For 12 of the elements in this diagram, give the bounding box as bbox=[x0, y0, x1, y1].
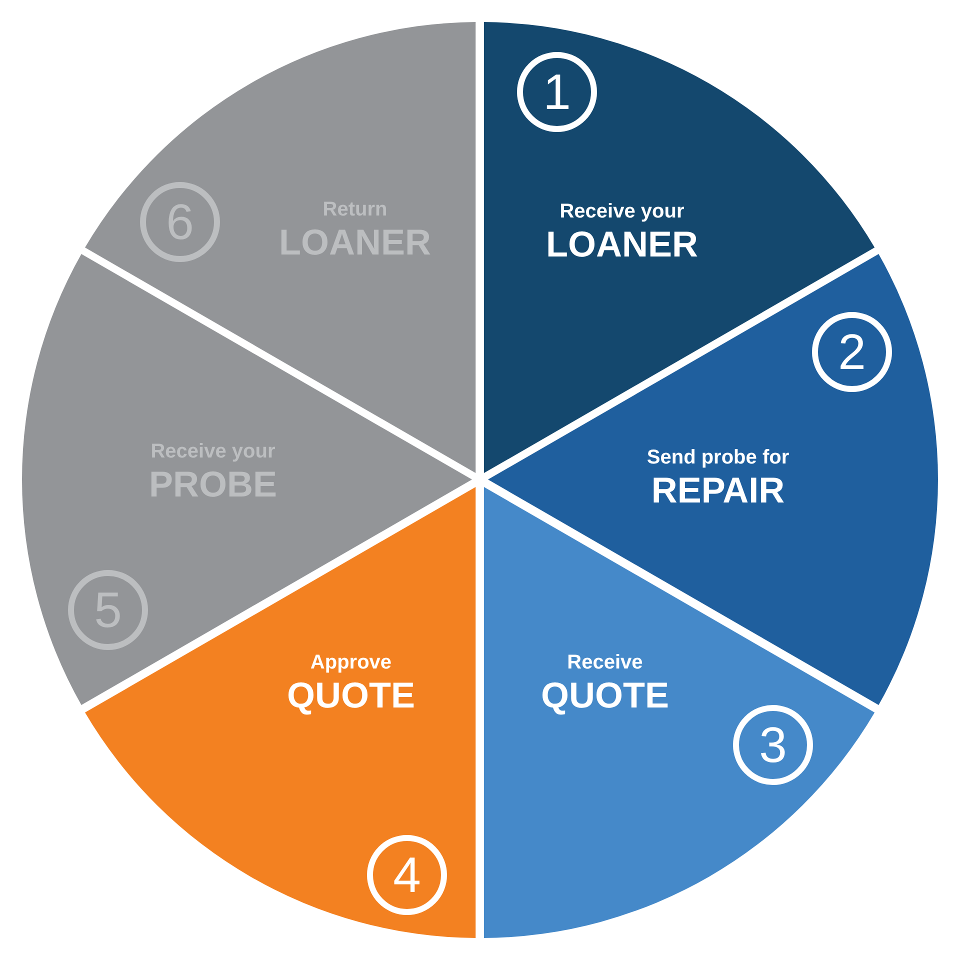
step-caption: Receive bbox=[567, 650, 643, 674]
step-caption: Send probe for bbox=[646, 445, 790, 470]
step-number: 2 bbox=[812, 312, 892, 392]
step-title: QUOTE bbox=[541, 674, 669, 716]
step-title: LOANER bbox=[546, 223, 698, 265]
step-title: REPAIR bbox=[651, 469, 785, 511]
step-number: 3 bbox=[733, 704, 813, 785]
step-caption: Receive your bbox=[560, 199, 684, 224]
step-number: 1 bbox=[517, 52, 597, 132]
step-title: QUOTE bbox=[286, 674, 415, 716]
step-number: 4 bbox=[366, 834, 447, 915]
step-caption: Approve bbox=[310, 650, 392, 674]
